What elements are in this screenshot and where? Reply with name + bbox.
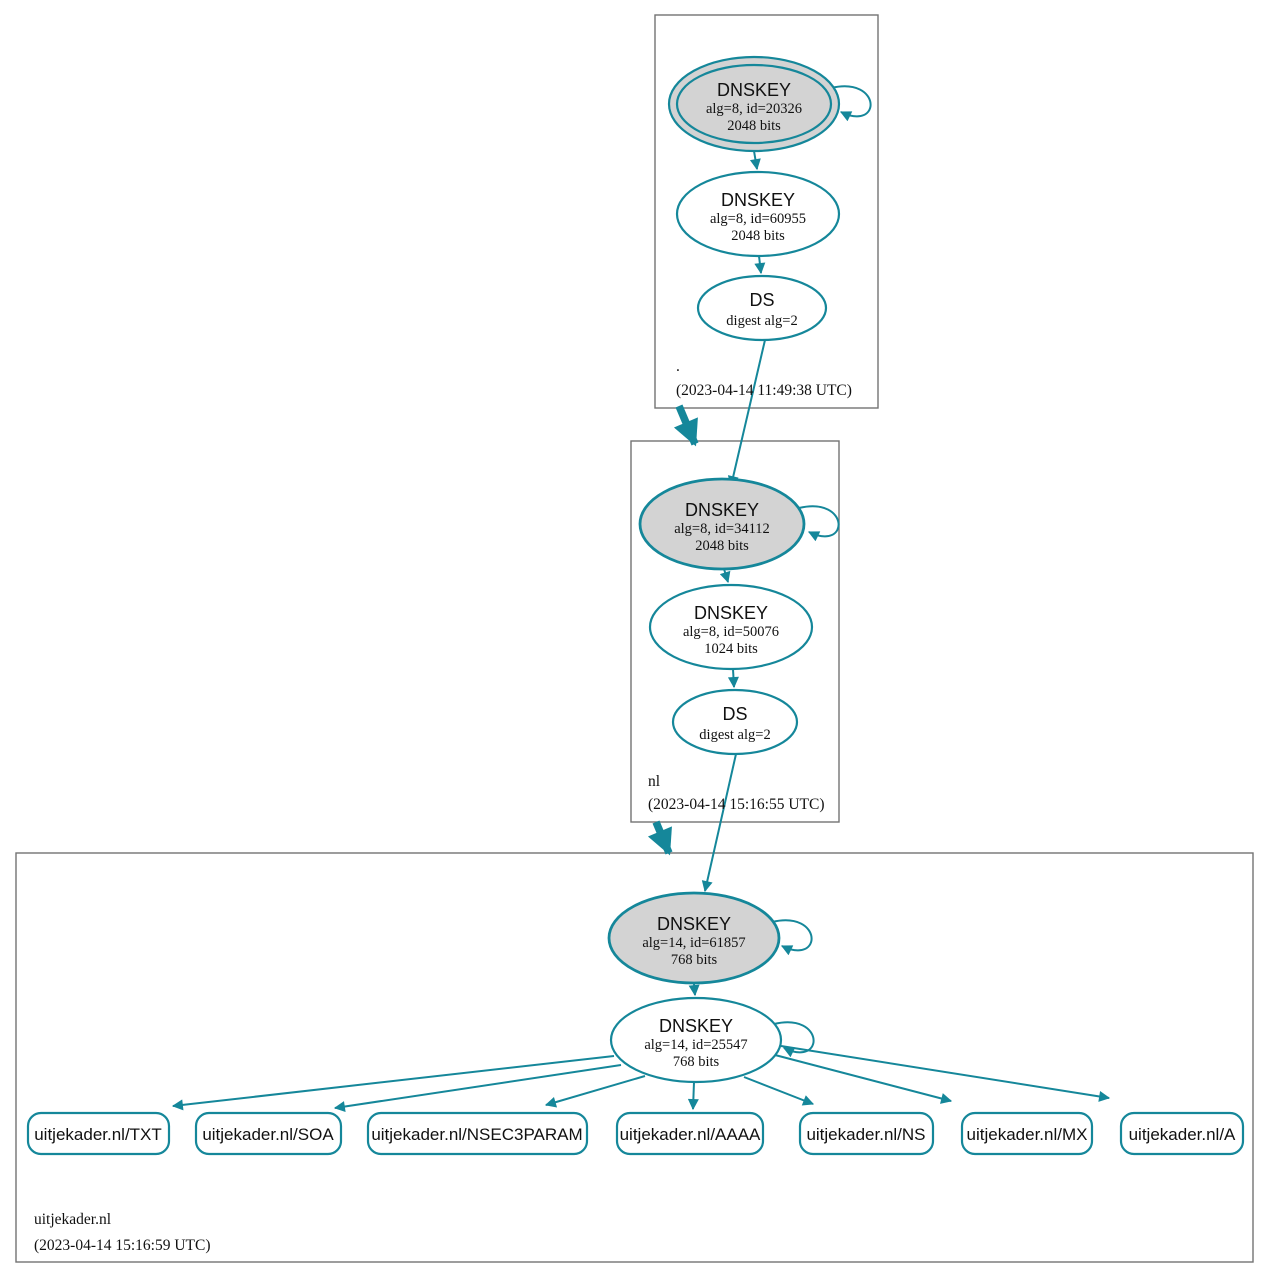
uitjekader-ksk-ellipse[interactable]: [607, 891, 781, 985]
nl-ds-ellipse[interactable]: [671, 688, 799, 756]
nl-ds-detail1: digest alg=2: [699, 727, 770, 743]
nl-zsk-label: DNSKEY: [694, 603, 768, 623]
nl-zsk-detail2: 1024 bits: [704, 641, 758, 657]
self-loop-root-ksk: [830, 85, 872, 122]
rrset-label-nsec3param: uitjekader.nl/NSEC3PARAM: [371, 1125, 582, 1144]
uitjekader-zsk-detail2: 768 bits: [673, 1054, 720, 1070]
uitjekader-zsk-node[interactable]: DNSKEY alg=14, id=25547 768 bits: [609, 996, 783, 1084]
rrset-rect-txt[interactable]: [26, 1111, 171, 1156]
self-loop-nl-ksk: [798, 505, 840, 542]
root-zsk-node[interactable]: DNSKEY alg=8, id=60955 2048 bits: [675, 170, 841, 258]
uitjekader-ksk-detail1: alg=14, id=61857: [642, 935, 745, 951]
nl-zsk-ellipse[interactable]: [648, 583, 814, 671]
edge-zsk-to-rrset-ns: [743, 1076, 815, 1106]
edge-zsk-to-rrset-aaaa: [687, 1081, 699, 1111]
uitjekader-ksk-detail2: 768 bits: [671, 952, 718, 968]
root-ds-ellipse[interactable]: [696, 274, 828, 342]
uitjekader-ksk-node[interactable]: DNSKEY alg=14, id=61857 768 bits: [607, 891, 781, 985]
nl-zsk-node[interactable]: DNSKEY alg=8, id=50076 1024 bits: [648, 583, 814, 671]
zone-delegation-arrow-root-to-nl: [673, 404, 699, 447]
rrset-label-mx: uitjekader.nl/MX: [967, 1125, 1088, 1144]
rrset-rect-soa[interactable]: [194, 1111, 343, 1156]
edge-zsk-to-rrset-nsec3param: [544, 1075, 646, 1108]
nl-ksk-node[interactable]: DNSKEY alg=8, id=34112 2048 bits: [638, 477, 806, 571]
rrset-node-nsec3param[interactable]: uitjekader.nl/NSEC3PARAM: [366, 1111, 589, 1156]
nl-ksk-ellipse[interactable]: [638, 477, 806, 571]
rrset-rect-nsec3param[interactable]: [366, 1111, 589, 1156]
edge-root-ds-to-nl-ksk: [727, 339, 766, 488]
edge-nl-ksk-to-zsk: [719, 568, 731, 584]
rrset-rect-mx[interactable]: [960, 1111, 1094, 1156]
rrset-label-aaaa: uitjekader.nl/AAAA: [620, 1125, 761, 1144]
zone-delegation-arrow-nl-to-uitjekader: [647, 820, 673, 856]
rrset-node-ns[interactable]: uitjekader.nl/NS: [798, 1111, 935, 1156]
zone-timestamp-uitjekader-nl: (2023-04-14 15:16:59 UTC): [34, 1237, 211, 1254]
edge-root-zsk-to-ds: [754, 255, 766, 275]
root-zsk-detail2: 2048 bits: [731, 228, 785, 244]
edge-nl-ds-to-uitjekader-ksk: [701, 753, 737, 893]
rrset-rect-a[interactable]: [1119, 1111, 1245, 1156]
rrset-rect-ns[interactable]: [798, 1111, 935, 1156]
root-ds-detail1: digest alg=2: [726, 313, 797, 329]
zone-name-root: .: [676, 358, 680, 375]
edge-root-ksk-to-zsk: [749, 150, 761, 171]
self-loop-uitjekader-zsk: [773, 1021, 815, 1058]
uitjekader-zsk-ellipse[interactable]: [609, 996, 783, 1084]
nl-ksk-label: DNSKEY: [685, 500, 759, 520]
nl-ds-node[interactable]: DS digest alg=2: [671, 688, 799, 756]
edge-zsk-to-rrset-a: [780, 1045, 1111, 1102]
edge-uitjekader-ksk-to-zsk: [688, 983, 700, 997]
root-ksk-label: DNSKEY: [717, 80, 791, 100]
rrset-node-soa[interactable]: uitjekader.nl/SOA: [194, 1111, 343, 1156]
root-ksk-detail1: alg=8, id=20326: [706, 101, 802, 117]
rrset-node-mx[interactable]: uitjekader.nl/MX: [960, 1111, 1094, 1156]
root-ds-label: DS: [749, 290, 774, 310]
rrset-rect-aaaa[interactable]: [615, 1111, 765, 1156]
zone-name-nl: nl: [648, 773, 660, 790]
root-zsk-ellipse[interactable]: [675, 170, 841, 258]
uitjekader-ksk-label: DNSKEY: [657, 914, 731, 934]
rrset-label-a: uitjekader.nl/A: [1129, 1125, 1236, 1144]
self-loop-uitjekader-ksk: [771, 919, 813, 956]
uitjekader-zsk-detail1: alg=14, id=25547: [644, 1037, 747, 1053]
root-ksk-inner-ellipse: [675, 63, 833, 145]
zone-box-uitjekader-nl: [15, 852, 1254, 1263]
nl-ksk-detail2: 2048 bits: [695, 538, 749, 554]
rrset-node-txt[interactable]: uitjekader.nl/TXT: [26, 1111, 171, 1156]
rrset-label-soa: uitjekader.nl/SOA: [202, 1125, 334, 1144]
rrset-node-a[interactable]: uitjekader.nl/A: [1119, 1111, 1245, 1156]
rrset-label-txt: uitjekader.nl/TXT: [34, 1125, 162, 1144]
root-ksk-node[interactable]: DNSKEY alg=8, id=20326 2048 bits: [667, 55, 841, 153]
edge-zsk-to-rrset-mx: [774, 1054, 953, 1104]
nl-zsk-detail1: alg=8, id=50076: [683, 624, 779, 640]
root-zsk-label: DNSKEY: [721, 190, 795, 210]
nl-ksk-detail1: alg=8, id=34112: [674, 521, 770, 537]
uitjekader-zsk-label: DNSKEY: [659, 1016, 733, 1036]
edge-zsk-to-rrset-soa: [333, 1064, 622, 1112]
root-zsk-detail1: alg=8, id=60955: [710, 211, 806, 227]
root-ds-node[interactable]: DS digest alg=2: [696, 274, 828, 342]
zone-box-nl: [630, 440, 840, 823]
zone-name-uitjekader-nl: uitjekader.nl: [34, 1211, 111, 1228]
root-ksk-outer-ellipse[interactable]: [667, 55, 841, 153]
zone-box-root: [654, 14, 879, 409]
edge-nl-zsk-to-ds: [727, 668, 739, 689]
root-ksk-detail2: 2048 bits: [727, 118, 781, 134]
zone-timestamp-root: (2023-04-14 11:49:38 UTC): [676, 382, 852, 399]
rrset-label-ns: uitjekader.nl/NS: [806, 1125, 925, 1144]
edge-zsk-to-rrset-txt: [171, 1055, 615, 1111]
zone-timestamp-nl: (2023-04-14 15:16:55 UTC): [648, 796, 825, 813]
rrset-node-aaaa[interactable]: uitjekader.nl/AAAA: [615, 1111, 765, 1156]
nl-ds-label: DS: [722, 704, 747, 724]
